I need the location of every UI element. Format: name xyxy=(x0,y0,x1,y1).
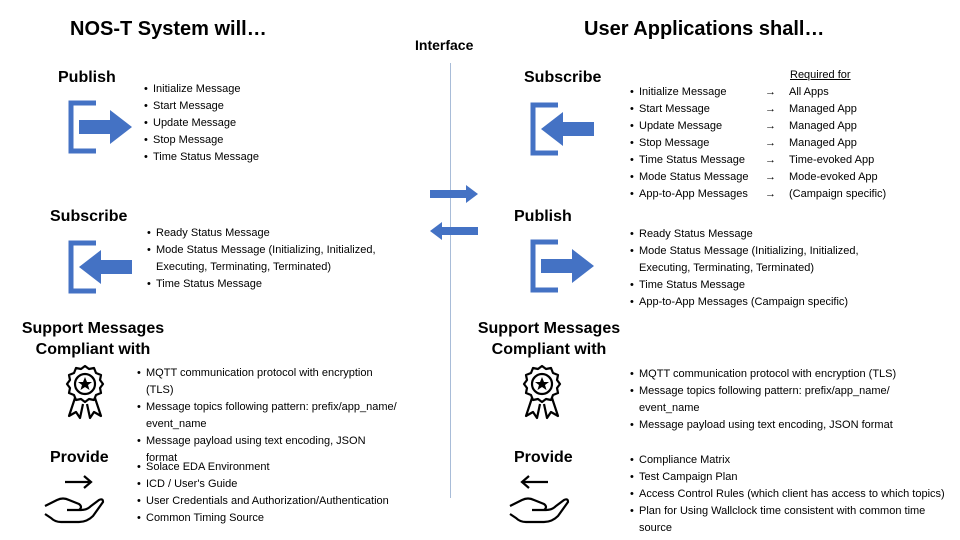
required-value: (Campaign specific) xyxy=(789,188,887,200)
interface-divider xyxy=(450,63,451,498)
left-provide-list: Solace EDA Environment ICD / User's Guid… xyxy=(137,459,407,527)
list-item: Update Message xyxy=(144,115,394,132)
required-value: Mode-evoked App xyxy=(789,171,878,183)
left-support-title-line2: Compliant with xyxy=(35,341,151,358)
list-item: Message topics following pattern: prefix… xyxy=(137,399,397,433)
list-item: App-to-App Messages xyxy=(630,186,770,203)
list-item: Stop Message xyxy=(630,135,770,152)
arrow-icon: → xyxy=(765,154,776,166)
interface-title: Interface xyxy=(415,37,474,53)
award-ribbon-star-icon xyxy=(65,364,105,420)
award-ribbon-star-icon xyxy=(522,364,562,420)
list-item: Solace EDA Environment xyxy=(137,459,407,476)
list-item: Time Status Message xyxy=(144,149,394,166)
list-item: Time Status Message xyxy=(630,277,880,294)
arrow-icon: → xyxy=(765,120,776,132)
list-item: Test Campaign Plan xyxy=(630,469,950,486)
list-item: Plan for Using Wallclock time consistent… xyxy=(630,503,950,537)
right-title: User Applications shall… xyxy=(584,18,825,40)
required-value: Managed App xyxy=(789,120,857,132)
list-item: Initialize Message xyxy=(144,81,394,98)
list-item: Ready Status Message xyxy=(630,226,880,243)
list-item: ICD / User's Guide xyxy=(137,476,407,493)
right-publish-list: Ready Status Message Mode Status Message… xyxy=(630,226,880,311)
left-support-title: Support Messages Compliant with xyxy=(8,318,178,360)
arrow-icon: → xyxy=(765,137,776,149)
arrow-icon: → xyxy=(765,103,776,115)
import-arrow-icon xyxy=(68,240,132,294)
required-value: All Apps xyxy=(789,86,829,98)
list-item: Mode Status Message (Initializing, Initi… xyxy=(147,242,387,276)
list-item: Access Control Rules (which client has a… xyxy=(630,486,950,503)
flow-arrow-left-icon xyxy=(430,222,478,240)
left-title: NOS-T System will… xyxy=(70,18,267,40)
left-support-list: MQTT communication protocol with encrypt… xyxy=(137,365,397,467)
list-item: Time Status Message xyxy=(630,152,770,169)
arrow-icon: → xyxy=(765,171,776,183)
list-item: Message topics following pattern: prefix… xyxy=(630,383,900,417)
required-value: Managed App xyxy=(789,137,857,149)
right-publish-title: Publish xyxy=(514,208,572,225)
left-support-title-line1: Support Messages xyxy=(21,320,165,337)
right-provide-list: Compliance Matrix Test Campaign Plan Acc… xyxy=(630,452,950,537)
list-item: Update Message xyxy=(630,118,770,135)
export-arrow-icon xyxy=(68,100,132,154)
right-support-title: Support Messages Compliant with xyxy=(472,318,626,360)
left-provide-title: Provide xyxy=(50,449,109,466)
export-arrow-icon xyxy=(530,239,594,293)
right-subscribe-title: Subscribe xyxy=(524,69,602,86)
arrow-icon: → xyxy=(765,188,776,200)
import-arrow-icon xyxy=(530,102,594,156)
required-for-list: All Apps Managed App Managed App Managed… xyxy=(789,84,886,203)
list-item: Stop Message xyxy=(144,132,394,149)
left-publish-list: Initialize Message Start Message Update … xyxy=(144,81,394,166)
left-subscribe-title: Subscribe xyxy=(50,208,128,225)
list-item: MQTT communication protocol with encrypt… xyxy=(630,366,900,383)
left-publish-title: Publish xyxy=(58,69,116,86)
left-subscribe-list: Ready Status Message Mode Status Message… xyxy=(147,225,387,293)
receive-hand-arrow-left-icon xyxy=(509,475,570,524)
list-item: App-to-App Messages (Campaign specific) xyxy=(630,294,880,311)
right-subscribe-list: Initialize Message Start Message Update … xyxy=(630,84,770,203)
right-provide-title: Provide xyxy=(514,449,573,466)
list-item: Compliance Matrix xyxy=(630,452,950,469)
list-item: MQTT communication protocol with encrypt… xyxy=(137,365,397,399)
list-item: Mode Status Message (Initializing, Initi… xyxy=(630,243,880,277)
list-item: Start Message xyxy=(630,101,770,118)
right-support-title-line2: Compliant with xyxy=(491,341,607,358)
list-item: Start Message xyxy=(144,98,394,115)
flow-arrow-right-icon xyxy=(430,185,478,203)
required-for-header: Required for xyxy=(790,69,851,81)
list-item: Common Timing Source xyxy=(137,510,407,527)
give-hand-arrow-right-icon xyxy=(44,475,105,524)
right-support-list: MQTT communication protocol with encrypt… xyxy=(630,366,900,434)
list-item: User Credentials and Authorization/Authe… xyxy=(137,493,407,510)
list-item: Initialize Message xyxy=(630,84,770,101)
arrow-icon: → xyxy=(765,86,776,98)
list-item: Mode Status Message xyxy=(630,169,770,186)
required-arrows: → → → → → → → xyxy=(765,84,776,203)
right-support-title-line1: Support Messages xyxy=(477,320,621,337)
list-item: Message payload using text encoding, JSO… xyxy=(630,417,900,434)
list-item: Time Status Message xyxy=(147,276,387,293)
required-value: Time-evoked App xyxy=(789,154,875,166)
list-item: Ready Status Message xyxy=(147,225,387,242)
required-value: Managed App xyxy=(789,103,857,115)
